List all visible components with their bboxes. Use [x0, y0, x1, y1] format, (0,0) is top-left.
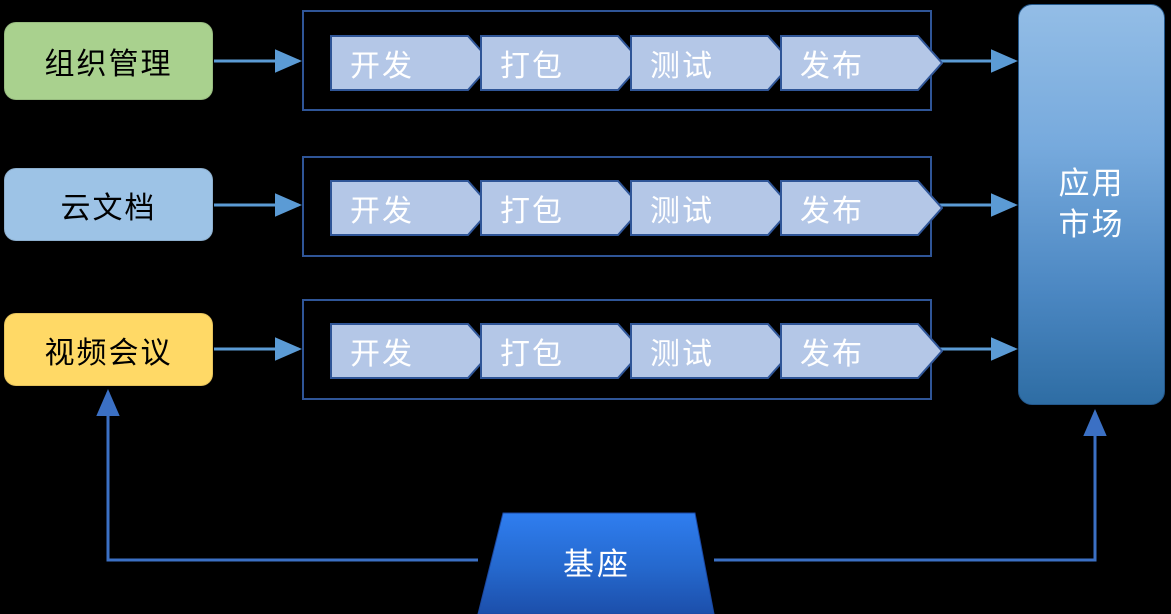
app-card-cloud-document[interactable]: 云文档 — [4, 168, 213, 241]
pipeline-stage-label: 打包 — [500, 338, 564, 371]
connector-base-to-market — [714, 409, 1107, 562]
pipeline-stage-label: 打包 — [500, 50, 564, 83]
pipeline-stage-package[interactable]: 打包 — [480, 35, 643, 91]
pipeline-stage-package[interactable]: 打包 — [480, 323, 643, 379]
pipeline-stage-release[interactable]: 发布 — [780, 180, 943, 236]
pipeline-stage-develop[interactable]: 开发 — [330, 323, 493, 379]
base-platform[interactable]: 基座 — [470, 508, 724, 614]
pipeline-stage-label: 测试 — [650, 50, 714, 83]
pipeline-stage-label: 打包 — [500, 195, 564, 228]
app-card-org-management[interactable]: 组织管理 — [4, 22, 213, 100]
pipeline-stage-package[interactable]: 打包 — [480, 180, 643, 236]
pipeline-stage-label: 发布 — [800, 195, 864, 228]
base-platform-label: 基座 — [563, 546, 631, 582]
app-card-label: 组织管理 — [44, 48, 173, 81]
connector-base-to-meeting — [96, 389, 478, 562]
pipeline-stage-label: 开发 — [350, 195, 414, 228]
pipeline-stage-test[interactable]: 测试 — [630, 35, 793, 91]
pipeline-stage-label: 测试 — [650, 338, 714, 371]
pipeline-stage-label: 开发 — [350, 50, 414, 83]
app-card-label: 视频会议 — [44, 336, 173, 370]
pipeline-stage-label: 测试 — [650, 195, 714, 228]
pipeline-stage-develop[interactable]: 开发 — [330, 180, 493, 236]
pipeline-stage-test[interactable]: 测试 — [630, 180, 793, 236]
app-market-label: 应用 市场 — [1058, 165, 1125, 242]
pipeline-frame-meeting: 开发 打包 测试 发布 — [302, 299, 943, 400]
pipeline-stage-test[interactable]: 测试 — [630, 323, 793, 379]
pipeline-frame-org: 开发 打包 测试 发布 — [302, 10, 943, 111]
pipeline-stage-label: 开发 — [350, 338, 414, 371]
app-market-panel[interactable]: 应用 市场 — [1018, 4, 1165, 405]
pipeline-stage-label: 发布 — [800, 338, 864, 371]
pipeline-stage-label: 发布 — [800, 50, 864, 83]
pipeline-stage-release[interactable]: 发布 — [780, 323, 943, 379]
app-card-label: 云文档 — [60, 191, 157, 225]
pipeline-stage-develop[interactable]: 开发 — [330, 35, 493, 91]
pipeline-frame-doc: 开发 打包 测试 发布 — [302, 156, 943, 257]
app-card-video-meeting[interactable]: 视频会议 — [4, 313, 213, 386]
pipeline-stage-release[interactable]: 发布 — [780, 35, 943, 91]
